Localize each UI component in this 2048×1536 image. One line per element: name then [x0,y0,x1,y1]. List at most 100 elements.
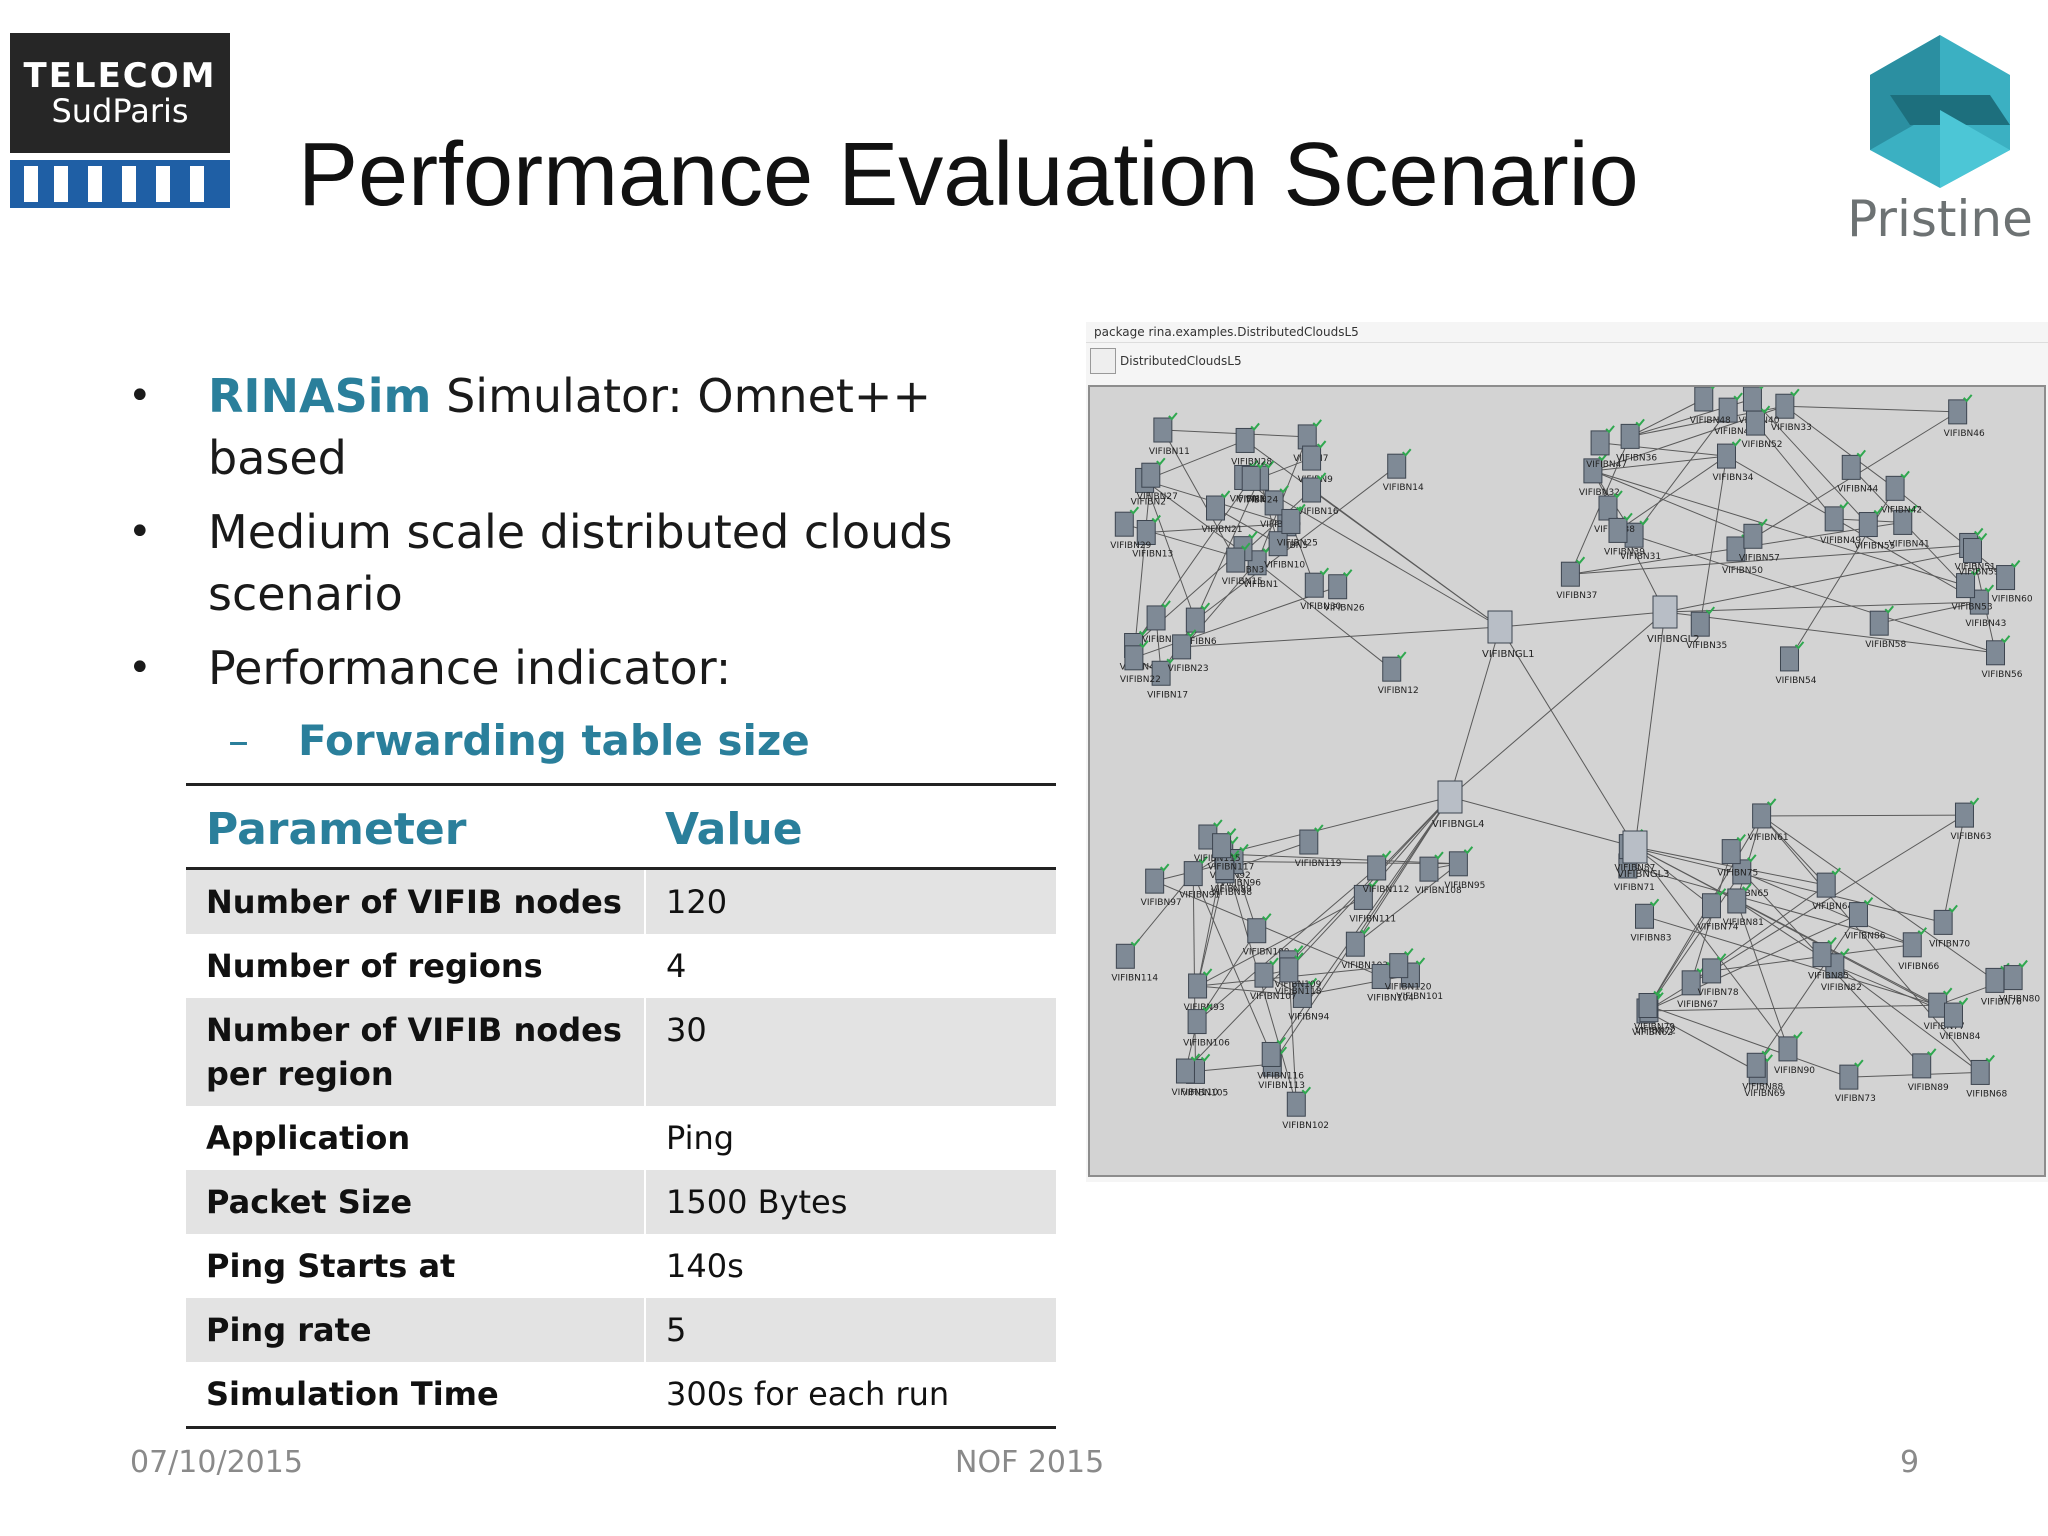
router-node[interactable]: VIFIBN52 [1741,405,1783,450]
router-node[interactable]: VIFIBN73 [1835,1059,1876,1104]
router-node[interactable]: VIFIBN16 [1298,472,1339,517]
router-node[interactable]: VIFIBN36 [1616,418,1657,463]
network-link [1736,900,1789,1050]
router-node[interactable]: VIFIBN53 [1952,567,1993,613]
router-node[interactable]: VIFIBN34 [1712,438,1754,483]
router-node[interactable]: VIFIBN95 [1444,846,1485,891]
router-node[interactable]: VIFIBN21 [1202,490,1243,535]
router-node[interactable]: VIFIBN79 [1634,987,1675,1033]
router-node[interactable]: VIFIBN66 [1898,927,1940,972]
router-node[interactable]: VIFIBN108 [1415,851,1462,896]
router-node[interactable]: VIFIBN57 [1739,518,1780,563]
router-node[interactable]: VIFIBN22 [1120,640,1161,685]
router-node[interactable]: VIFIBN80 [1999,959,2040,1005]
router-node[interactable]: VIFIBN68 [1966,1054,2007,1099]
router-node[interactable]: VIFIBN45 [1714,392,1755,437]
router-node[interactable]: VIFIBN23 [1168,629,1209,674]
router-node[interactable]: VIFIBN61 [1748,798,1789,843]
router-node[interactable]: VIFIBN111 [1349,879,1396,924]
router-node[interactable]: VIFIBN20 [1142,600,1183,645]
router-node[interactable]: VIFIBN119 [1295,824,1342,869]
router-node[interactable]: VIFIBN117 [1208,828,1255,873]
router-node[interactable]: VIFIBN83 [1631,898,1672,943]
diagram-tab[interactable]: DistributedCloudsL5 [1086,343,2048,379]
router-node[interactable]: VIFIBN114 [1111,938,1158,983]
hub-router-node[interactable]: VIFIBNGL2 [1647,595,1700,645]
router-node[interactable]: VIFIBN88 [1742,1047,1783,1092]
router-node[interactable]: VIFIBN58 [1865,605,1906,650]
router-node[interactable]: VIFIBN41 [1889,504,1930,549]
router-node[interactable]: VIFIBN85 [1808,936,1849,982]
hub-router-node[interactable]: VIFIBNGL4 [1432,780,1485,830]
router-node[interactable]: VIFIBN49 [1820,501,1861,546]
router-node[interactable]: VIFIBN6 [1181,602,1217,647]
router-node[interactable]: VIFIBN94 [1288,977,1330,1022]
router-node[interactable]: VIFIBN75 [1717,833,1758,879]
router-node[interactable]: VIFIBN97 [1141,863,1182,908]
router-node[interactable]: VIFIBN118 [1275,952,1322,997]
router-node[interactable]: VIFIBN26 [1324,569,1365,614]
node-label: VIFIBN39 [1604,547,1645,557]
router-node[interactable]: VIFIBN56 [1982,635,2023,680]
router-node[interactable]: VIFIBN27 [1137,457,1178,502]
router-node[interactable]: VIFIBN47 [1586,425,1627,470]
router-node[interactable]: VIFIBN15 [1222,542,1263,587]
router-node[interactable]: VIFIBN78 [1698,953,1739,998]
router-node[interactable]: VIFIBN112 [1363,850,1410,895]
router-node[interactable]: VIFIBN84 [1939,997,1981,1042]
router-node[interactable]: VIFIBN100 [1243,913,1290,958]
router-node[interactable]: VIFIBN70 [1929,904,1970,949]
bullet-item: • Medium scale distributed clouds scenar… [128,501,1028,625]
router-node[interactable]: VIFIBN46 [1944,394,1985,439]
hub-router-node[interactable]: VIFIBNGL1 [1482,610,1535,660]
router-node[interactable]: VIFIBN54 [1775,641,1817,686]
router-node[interactable]: VIFIBN44 [1837,449,1879,494]
node-label: VIFIBN57 [1739,553,1780,563]
router-node[interactable]: VIFIBN60 [1992,559,2033,605]
router-node[interactable]: VIFIBN74 [1697,888,1739,933]
router-node[interactable]: VIFIBN81 [1723,883,1764,928]
router-node[interactable]: VIFIBN29 [1110,506,1152,551]
router-node[interactable]: VIFIBN55 [1854,506,1895,552]
router-node[interactable]: VIFIBN86 [1844,896,1886,942]
network-link [1570,544,1969,575]
router-node[interactable]: VIFIBN12 [1378,651,1419,696]
router-node[interactable]: VIFIBN107 [1250,957,1297,1002]
router-node[interactable]: VIFIBN14 [1383,448,1424,493]
node-label: VIFIBN20 [1142,635,1183,645]
router-node[interactable]: VIFIBN42 [1881,470,1922,515]
router-node[interactable]: VIFIBN13 [1132,514,1173,559]
network-link [1633,409,1729,536]
router-node[interactable]: VIFIBN11 [1149,412,1190,457]
router-node[interactable]: VIFIBN39 [1604,512,1645,557]
router-node[interactable]: VIFIBN90 [1774,1031,1815,1076]
router-node[interactable]: VIFIBN37 [1556,556,1597,601]
router-node[interactable]: VIFIBN24 [1237,460,1278,505]
router-node[interactable]: VIFIBN32 [1579,453,1620,498]
router-node[interactable]: VIFIBN59 [1959,532,2000,578]
router-node[interactable]: VIFIBN120 [1385,948,1432,993]
router-node[interactable]: VIFIBN103 [1341,926,1388,971]
router-node[interactable]: VIFIBN63 [1950,797,1991,842]
node-label: VIFIBN100 [1243,948,1290,958]
node-label: VIFIBN101 [1396,992,1443,1002]
router-node[interactable]: VIFIBN91 [1179,855,1220,901]
router-node[interactable]: VIFIBN28 [1231,422,1272,467]
router-node[interactable]: VIFIBN102 [1282,1086,1329,1131]
router-node[interactable]: VIFIBN64 [1812,867,1853,912]
logo-line2: SudParis [51,92,189,130]
router-node[interactable]: VIFIBN35 [1686,606,1727,651]
router-node[interactable]: VIFIBN30 [1300,567,1342,612]
router-node[interactable]: VIFIBN33 [1771,388,1812,433]
router-node[interactable]: VIFIBN89 [1908,1048,1949,1093]
hub-router-node[interactable]: VIFIBNGL3 [1617,830,1670,880]
router-node[interactable]: VIFIBN93 [1184,968,1225,1013]
router-node[interactable]: VIFIBN106 [1183,1003,1230,1049]
router-node[interactable]: VIFIBN67 [1677,965,1718,1010]
node-label: VIFIBN103 [1341,961,1388,971]
router-node[interactable]: VIFIBN19 [1260,485,1301,530]
router-node[interactable]: VIFIBN116 [1257,1036,1304,1081]
router-node[interactable]: VIFIBN65 [1728,854,1769,899]
router-node[interactable]: VIFIBN25 [1277,503,1318,548]
router-node[interactable]: VIFIBN110 [1171,1053,1218,1098]
